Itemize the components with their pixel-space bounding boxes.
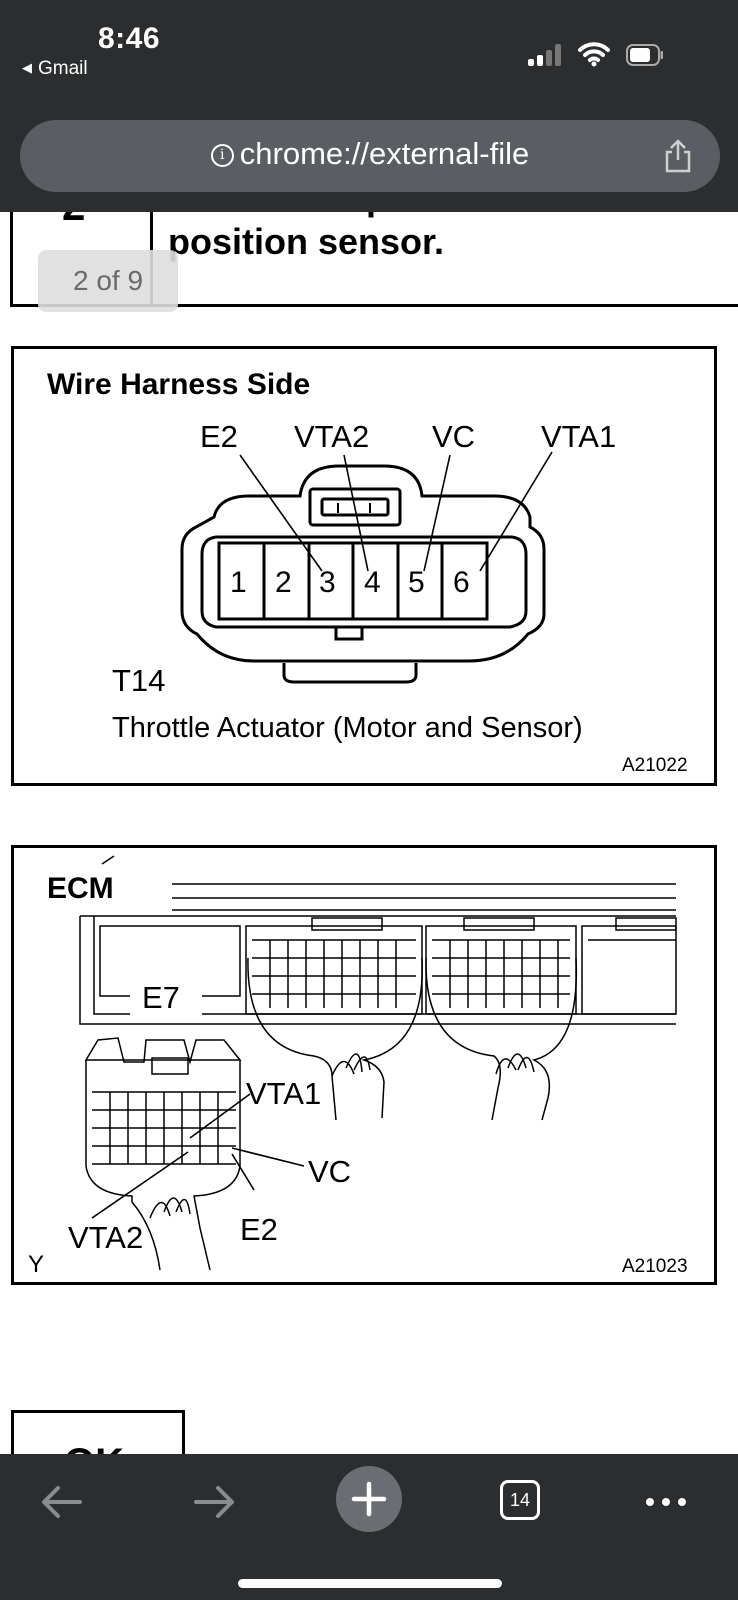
share-icon[interactable] <box>660 138 696 174</box>
forward-arrow-icon[interactable] <box>184 1472 244 1532</box>
ecm-label-e2: E2 <box>240 1212 278 1247</box>
step-title-line2: position sensor. <box>168 221 445 262</box>
pin-1: 1 <box>230 566 247 599</box>
ecm-heading: ECM <box>47 872 114 905</box>
corner-mark: Y <box>28 1251 44 1278</box>
page-indicator: 2 of 9 <box>38 250 178 312</box>
next-step-box: OK <box>11 1410 185 1454</box>
figure1-code: A21022 <box>622 755 688 776</box>
document-viewer[interactable]: 2 Check for open and short in position s… <box>0 212 738 1454</box>
back-app-label: Gmail <box>38 58 88 79</box>
more-icon[interactable] <box>636 1472 696 1532</box>
step-number: 2 <box>62 212 85 230</box>
plus-icon <box>351 1481 387 1517</box>
url-text[interactable]: chrome://external-file <box>239 136 530 171</box>
next-box-text: OK <box>64 1441 124 1454</box>
pin-row <box>262 543 444 619</box>
pin-label-vc: VC <box>432 419 475 454</box>
leader-lines <box>239 451 553 572</box>
pin-label-vta2: VTA2 <box>294 419 369 454</box>
ecm-leader-lines <box>91 1093 305 1219</box>
home-indicator[interactable] <box>238 1579 502 1588</box>
pin-6: 6 <box>453 566 470 599</box>
battery-icon <box>626 44 663 66</box>
pin-label-e2: E2 <box>200 419 238 454</box>
ecm-housing <box>79 883 676 1025</box>
signal-icon <box>528 44 568 66</box>
connector-name: Throttle Actuator (Motor and Sensor) <box>112 712 583 744</box>
wifi-icon <box>578 42 610 67</box>
tab-switcher-button[interactable]: 14 <box>500 1480 540 1520</box>
connector-id: T14 <box>112 663 165 698</box>
e7-connector <box>84 1037 242 1271</box>
wire-harness-figure: Wire Harness Side E2 VTA2 VC VTA1 <box>11 346 717 786</box>
figure1-heading: Wire Harness Side <box>47 368 310 401</box>
ecm-label-vc: VC <box>308 1154 351 1189</box>
pin-4: 4 <box>364 566 381 599</box>
info-icon[interactable]: i <box>210 144 234 167</box>
pin-5: 5 <box>408 566 425 599</box>
e7-label: E7 <box>142 980 180 1015</box>
new-tab-button[interactable] <box>336 1466 402 1532</box>
ecm-label-vta1: VTA1 <box>246 1076 321 1111</box>
step-title-line1: Check for open and short in <box>168 212 646 220</box>
pin-2: 2 <box>275 566 292 599</box>
figure2-code: A21023 <box>622 1256 688 1277</box>
ecm-connector-c <box>581 917 677 1015</box>
browser-toolbar: 14 <box>0 1454 738 1600</box>
tabs-icon-count: 14 <box>509 1490 531 1510</box>
status-time: 8:46 <box>98 22 161 55</box>
ecm-connector-a <box>245 917 423 1121</box>
step-title: Check for open and short in position sen… <box>168 212 646 264</box>
ecm-connector-b <box>425 917 578 1121</box>
back-to-app-link[interactable]: ◀ Gmail <box>22 58 88 80</box>
step-box <box>10 212 738 307</box>
back-arrow-icon[interactable] <box>32 1472 92 1532</box>
ecm-label-vta2: VTA2 <box>68 1220 143 1255</box>
pin-label-vta1: VTA1 <box>541 419 616 454</box>
back-triangle-icon: ◀ <box>22 60 32 75</box>
ecm-figure: ECM <box>11 845 717 1285</box>
pin-3: 3 <box>319 566 336 599</box>
